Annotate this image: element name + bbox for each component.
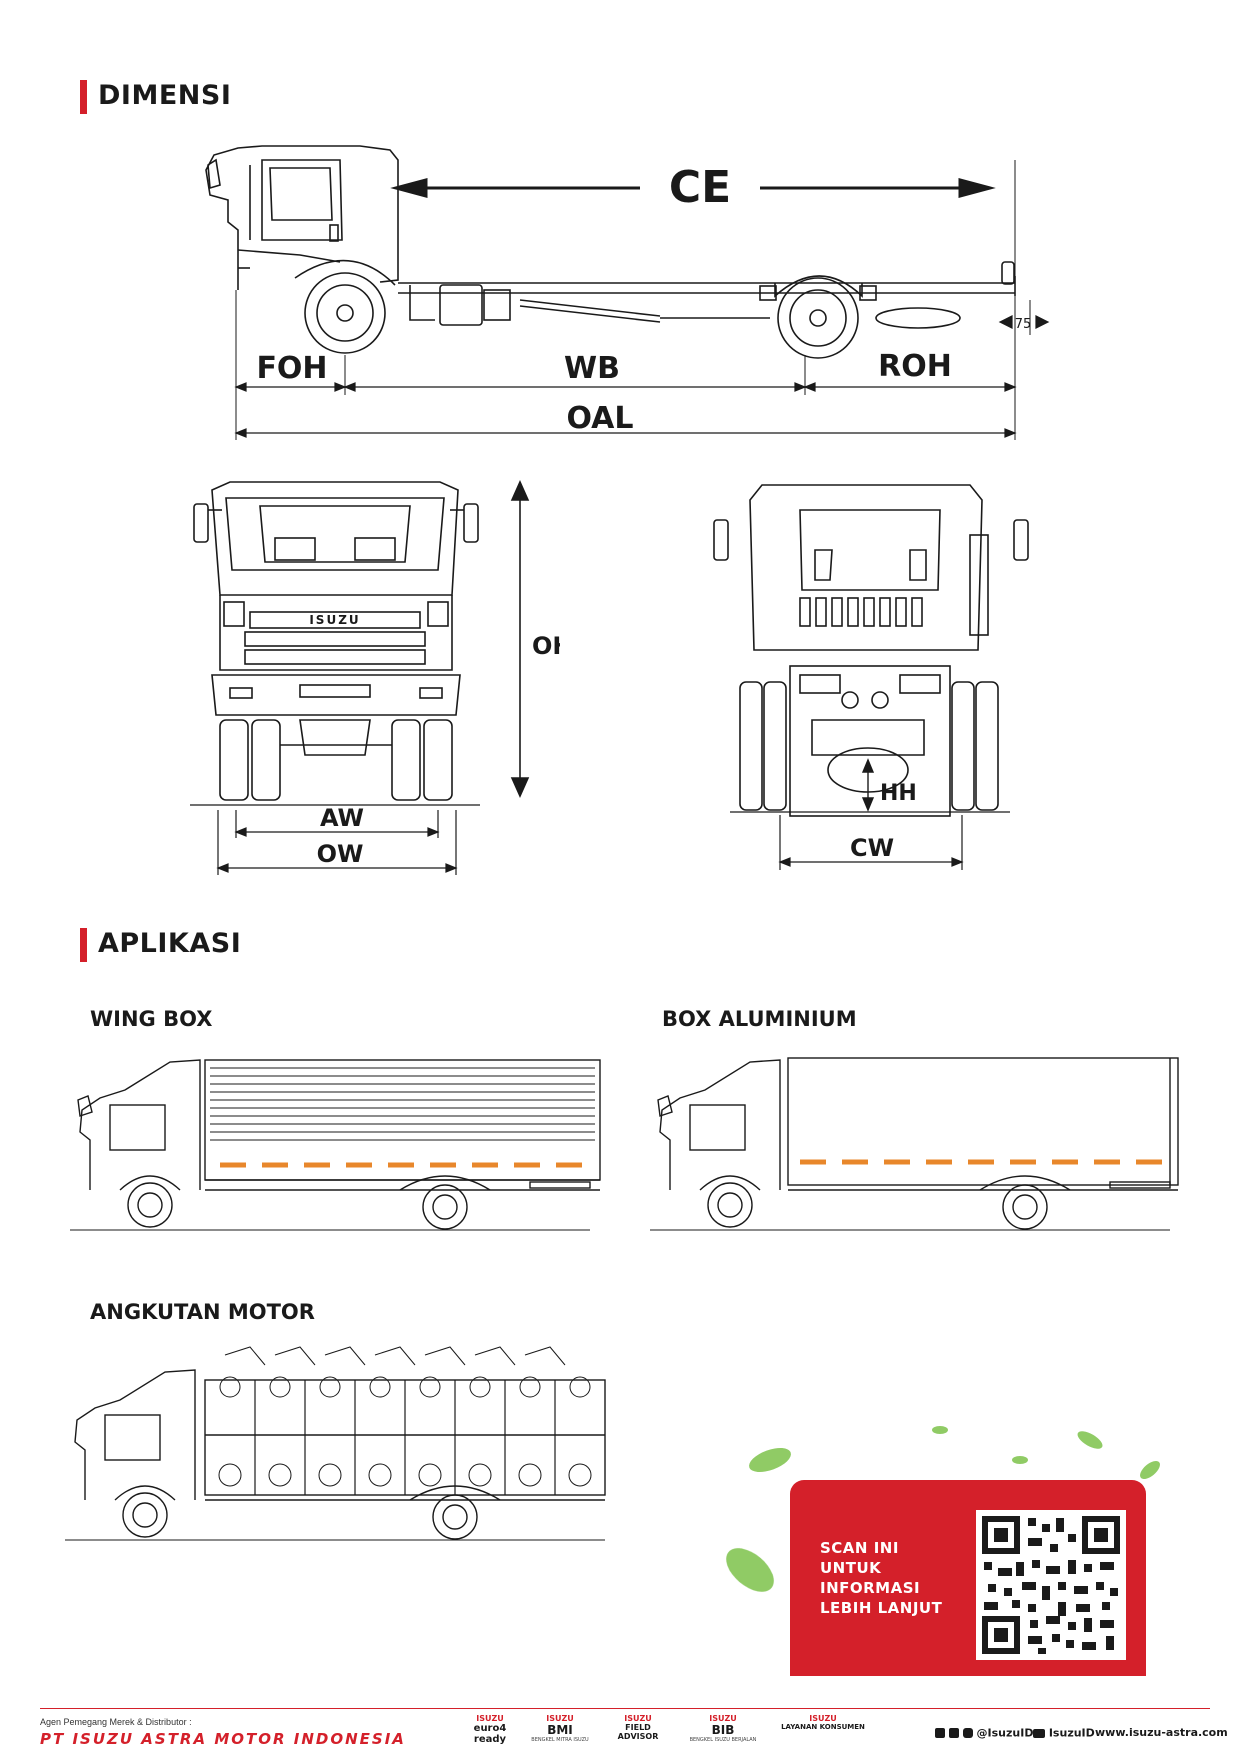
logo-layanan-konsumen: ISUZU LAYANAN KONSUMEN	[781, 1714, 865, 1731]
website-link[interactable]: www.isuzu-astra.com	[1095, 1726, 1228, 1739]
dim-offset-label: 75	[1015, 317, 1032, 332]
qr-info-panel: SCAN INI UNTUK INFORMASI LEBIH LANJUT	[790, 1480, 1146, 1676]
youtube-icon[interactable]	[1033, 1728, 1045, 1738]
qr-prompt-line: UNTUK	[820, 1559, 882, 1577]
application-title-wing-box: WING BOX	[90, 1007, 213, 1031]
youtube-group[interactable]: IsuzuID	[1033, 1726, 1095, 1740]
instagram-icon[interactable]	[962, 1728, 973, 1738]
truck-rear-view-drawing: HH CW	[713, 484, 1029, 870]
grille-brand-label: ISUZU	[309, 613, 360, 627]
chassis-side-view-drawing: CE FOH WB ROH OAL 75	[205, 145, 1050, 440]
section-title-dimensi: DIMENSI	[98, 80, 232, 111]
dim-oal-label: OAL	[566, 401, 633, 436]
section-accent-bar	[80, 80, 87, 114]
qr-prompt-line: SCAN INI	[820, 1539, 899, 1557]
footer-divider	[40, 1708, 1210, 1709]
dim-ow-label: OW	[317, 840, 364, 868]
qr-prompt-line: LEBIH LANJUT	[820, 1599, 943, 1617]
motorcycle-carrier-truck-drawing	[65, 1346, 606, 1541]
dim-cw-label: CW	[850, 834, 894, 862]
twitter-icon[interactable]	[948, 1728, 959, 1738]
dim-foh-label: FOH	[256, 351, 327, 386]
dim-ce-label: CE	[669, 162, 731, 213]
dim-oh-label: OH	[532, 632, 560, 660]
logo-euro4-ready: ISUZU euro4 ready	[473, 1714, 507, 1745]
logo-bib: ISUZU BIB BENGKEL ISUZU BERJALAN	[689, 1714, 757, 1743]
footer-agent-label: Agen Pemegang Merek & Distributor :	[40, 1717, 192, 1727]
youtube-handle[interactable]: IsuzuID	[1048, 1726, 1095, 1740]
dim-roh-label: ROH	[878, 349, 952, 384]
dim-aw-label: AW	[320, 804, 364, 832]
qr-code[interactable]	[976, 1510, 1126, 1660]
application-title-angkutan-motor: ANGKUTAN MOTOR	[90, 1300, 315, 1324]
box-aluminium-truck-drawing	[650, 1057, 1179, 1231]
dim-wb-label: WB	[564, 351, 620, 386]
section-title-aplikasi: APLIKASI	[98, 928, 242, 959]
qr-prompt-line: INFORMASI	[820, 1579, 921, 1597]
application-title-box-aluminium: BOX ALUMINIUM	[662, 1007, 857, 1031]
truck-front-view-drawing: ISUZU OH AW OW	[190, 480, 560, 875]
footer-company-name: PT ISUZU ASTRA MOTOR INDONESIA	[40, 1730, 406, 1748]
social-icons-group[interactable]: @IsuzuID	[935, 1726, 1033, 1740]
section-accent-bar	[80, 928, 87, 962]
dim-hh-label: HH	[880, 781, 917, 806]
logo-bmi: ISUZU BMI BENGKEL MITRA ISUZU	[531, 1714, 589, 1743]
social-handle[interactable]: @IsuzuID	[976, 1726, 1034, 1740]
facebook-icon[interactable]	[935, 1728, 945, 1738]
wing-box-truck-drawing	[70, 1059, 601, 1231]
logo-field-advisor: ISUZU FIELD ADVISOR	[617, 1714, 659, 1741]
leaf-decoration	[726, 1426, 1160, 1592]
